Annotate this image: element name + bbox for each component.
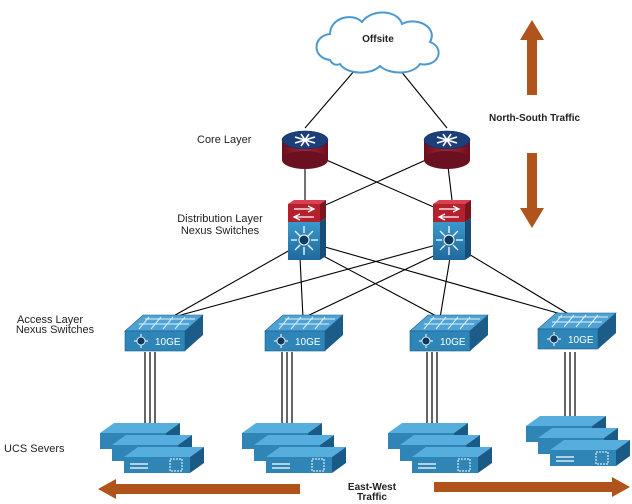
access-switch-3: 10GE <box>409 314 489 352</box>
access-switch-4: 10GE <box>537 312 617 350</box>
access-switch-2-label: 10GE <box>295 337 321 348</box>
ucs-server-stack-3 <box>388 423 492 473</box>
core-layer-label: Core Layer <box>197 134 252 146</box>
distribution-layer-label-line2: Nexus Switches <box>180 225 260 237</box>
distribution-switch-right <box>433 200 471 260</box>
access-switch-4-label: 10GE <box>568 335 594 346</box>
distribution-switch-left <box>288 200 326 260</box>
server-links <box>144 352 576 428</box>
links <box>169 69 576 319</box>
access-layer-label-line1: Access Layer <box>16 314 84 326</box>
east-west-traffic-label-line2: Traffic <box>356 492 387 503</box>
ucs-server-stack-4 <box>526 416 630 466</box>
east-west-traffic-label-line1: East-West <box>347 482 397 493</box>
core-router-right <box>423 130 471 169</box>
east-arrow <box>434 477 630 497</box>
offsite-cloud <box>315 11 440 74</box>
access-switch-3-label: 10GE <box>440 337 466 348</box>
access-layer-label-line2: Nexus Switches <box>15 324 95 336</box>
ucs-servers-label: UCS Severs <box>4 443 65 455</box>
access-switch-2: 10GE <box>264 314 344 352</box>
distribution-layer-label-line1: Distribution Layer <box>177 213 263 225</box>
access-switch-1: 10GE <box>124 314 204 352</box>
offsite-label: Offsite <box>362 34 394 45</box>
south-arrow <box>520 153 544 228</box>
access-switch-1-label: 10GE <box>155 337 181 348</box>
west-arrow <box>98 479 300 499</box>
core-router-left <box>281 130 329 169</box>
north-arrow <box>520 20 544 95</box>
ucs-server-stack-2 <box>242 423 346 473</box>
north-south-traffic-label: North-South Traffic <box>489 113 581 124</box>
ucs-server-stack-1 <box>100 423 204 473</box>
